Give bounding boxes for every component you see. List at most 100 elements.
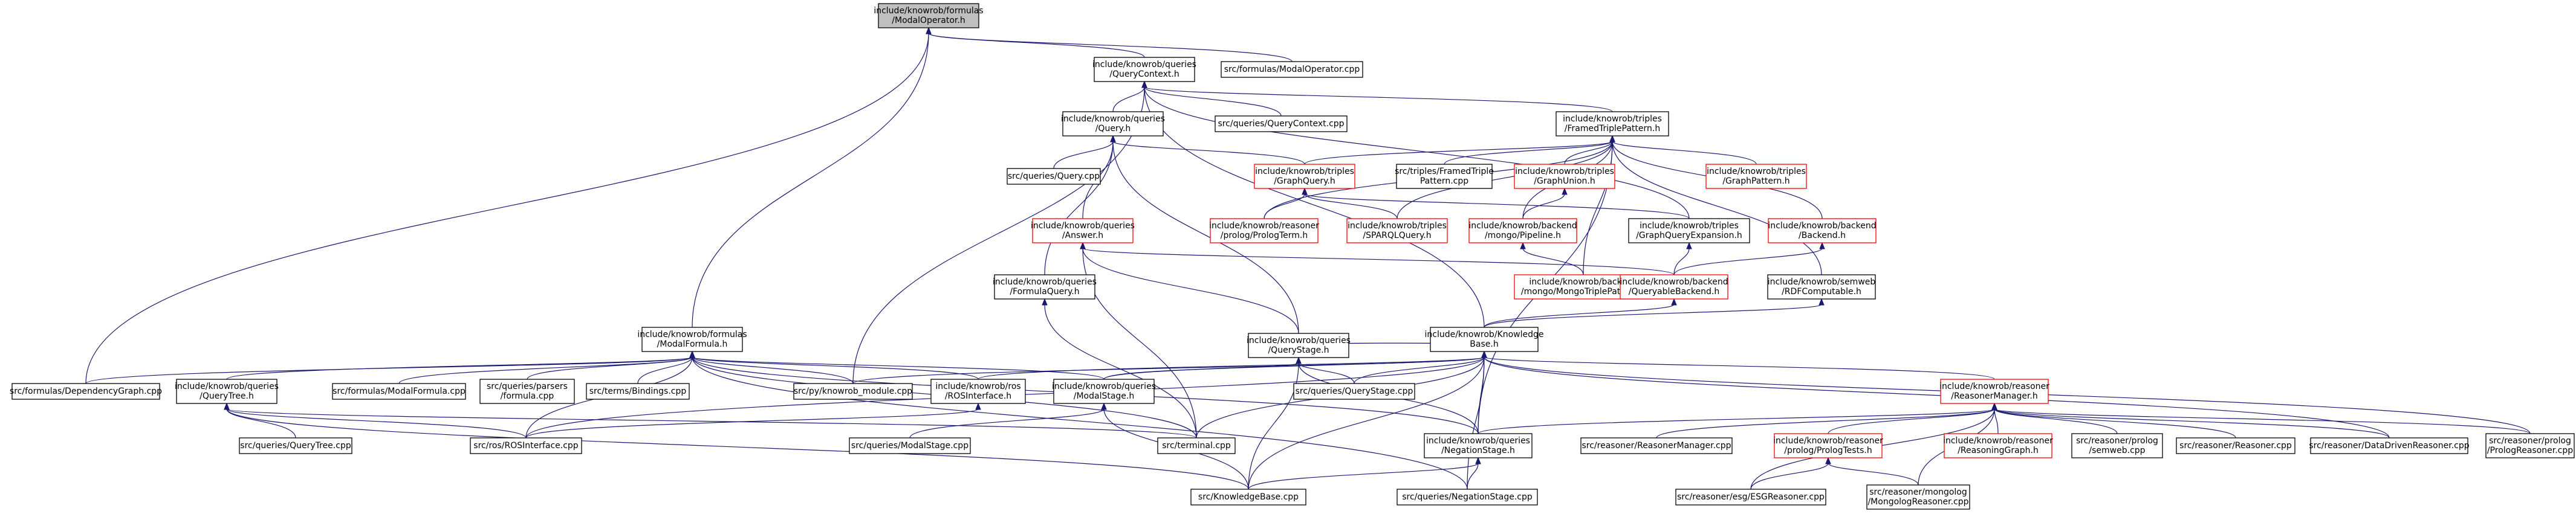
node-reasoner-manager-h[interactable]: include/knowrob/reasoner/ReasonerManager… <box>1939 379 2049 404</box>
node-box <box>878 3 979 28</box>
node-label-line: /FormulaQuery.h <box>1010 287 1079 297</box>
node-graph-pattern-h[interactable]: include/knowrob/triples/GraphPattern.h <box>1705 164 1807 189</box>
node-query-h[interactable]: include/knowrob/queries/Query.h <box>1061 111 1165 136</box>
node-label-line: /Query.h <box>1095 124 1131 133</box>
node-label-line: src/reasoner/ReasonerManager.cpp <box>1582 441 1731 451</box>
node-query-tree-h[interactable]: include/knowrob/queries/QueryTree.h <box>175 379 279 404</box>
node-query-context-h[interactable]: include/knowrob/queries/QueryContext.h <box>1092 57 1196 82</box>
edge-framed-triple-pattern-h-to-query-context-h <box>1141 80 1613 112</box>
node-queryable-backend-h[interactable]: include/knowrob/backend/QueryableBackend… <box>1620 274 1728 300</box>
edge-negation-stage-cpp-to-modal-formula-h <box>689 350 1468 490</box>
node-label-line: src/queries/NegationStage.cpp <box>1402 492 1533 502</box>
node-knowrob-module-cpp[interactable]: src/py/knowrob_module.cpp <box>793 383 913 400</box>
node-box <box>2071 433 2163 458</box>
edge-mongo-triple-pattern-h-to-mongo-pipeline-h <box>1520 242 1584 275</box>
node-label-line: src/terminal.cpp <box>1162 441 1231 451</box>
node-knowledge-base-h[interactable]: include/knowrob/KnowledgeBase.h <box>1424 327 1544 352</box>
edge-graph-query-h-to-query-h <box>1110 135 1305 165</box>
node-formula-query-h[interactable]: include/knowrob/queries/FormulaQuery.h <box>993 274 1097 300</box>
node-label-line: src/queries/ModalStage.cpp <box>851 441 968 451</box>
node-label-line: include/knowrob/formulas <box>874 6 983 16</box>
node-label-line: include/knowrob/triples <box>1640 221 1739 231</box>
node-label-line: include/knowrob/formulas <box>637 330 747 339</box>
node-box <box>479 379 575 404</box>
node-box <box>1032 218 1134 243</box>
node-reasoning-graph-h[interactable]: include/knowrob/reasoner/ReasoningGraph.… <box>1943 433 2053 458</box>
edge-query-stage-cpp-to-query-stage-h <box>1296 356 1355 384</box>
node-label-line: /ModalOperator.h <box>892 16 965 25</box>
node-prolog-reasoner-cpp[interactable]: src/reasoner/prolog/PrologReasoner.cpp <box>2485 433 2575 458</box>
node-parsers-formula-cpp[interactable]: src/queries/parsers/formula.cpp <box>479 379 575 404</box>
node-negation-stage-cpp[interactable]: src/queries/NegationStage.cpp <box>1397 489 1538 506</box>
node-framed-triple-pattern-h[interactable]: include/knowrob/triples/FramedTriplePatt… <box>1556 111 1669 136</box>
node-graph-query-expansion-h[interactable]: include/knowrob/triples/GraphQueryExpans… <box>1628 218 1750 243</box>
node-ros-interface-h[interactable]: include/knowrob/ros/ROSInterface.h <box>930 379 1026 404</box>
node-prolog-term-h[interactable]: include/knowrob/reasoner/prolog/PrologTe… <box>1209 218 1319 243</box>
node-label-line: /RDFComputable.h <box>1782 287 1861 297</box>
edge-modal-stage-h-to-modal-formula-h <box>689 350 1105 380</box>
node-modal-stage-cpp[interactable]: src/queries/ModalStage.cpp <box>849 437 971 454</box>
node-knowledge-base-cpp[interactable]: src/KnowledgeBase.cpp <box>1190 489 1306 506</box>
node-sparql-query-h[interactable]: include/knowrob/triples/SPARQLQuery.h <box>1346 218 1448 243</box>
node-framed-triple-pattern-cpp[interactable]: src/triples/FramedTriplePattern.cpp <box>1395 164 1494 189</box>
node-modal-formula-h[interactable]: include/knowrob/formulas/ModalFormula.h <box>637 327 747 352</box>
node-dependency-graph-cpp[interactable]: src/formulas/DependencyGraph.cpp <box>10 383 162 400</box>
node-answer-h[interactable]: include/knowrob/queries/Answer.h <box>1031 218 1135 243</box>
node-box <box>1774 433 1883 458</box>
node-query-stage-h[interactable]: include/knowrob/queries/QueryStage.h <box>1247 333 1351 358</box>
node-mongo-pipeline-h[interactable]: include/knowrob/backend/mongo/Pipeline.h <box>1468 218 1577 243</box>
node-negation-stage-h[interactable]: include/knowrob/queries/NegationStage.h <box>1424 433 1533 458</box>
node-box <box>994 274 1095 300</box>
node-mongolog-reasoner-cpp[interactable]: src/reasoner/mongolog/MongologReasoner.c… <box>1866 484 1970 510</box>
node-label-line: include/knowrob/queries <box>993 277 1097 287</box>
edge-modal-formula-h-to-modal-operator-h <box>692 27 932 328</box>
node-box <box>1620 274 1728 300</box>
node-label-line: /GraphPattern.h <box>1722 176 1789 186</box>
nodes-layer: include/knowrob/formulas/ModalOperator.h… <box>10 3 2575 510</box>
node-label-line: /PrologReasoner.cpp <box>2487 446 2573 455</box>
edges-layer <box>85 27 2531 490</box>
node-query-context-cpp[interactable]: src/queries/QueryContext.cpp <box>1215 115 1348 132</box>
node-rdf-computable-h[interactable]: include/knowrob/semweb/RDFComputable.h <box>1767 274 1876 300</box>
node-graph-union-h[interactable]: include/knowrob/triples/GraphUnion.h <box>1514 164 1615 189</box>
node-label-line: include/knowrob/queries <box>1426 436 1530 446</box>
node-data-driven-reasoner-cpp[interactable]: src/reasoner/DataDrivenReasoner.cpp <box>2309 437 2470 454</box>
node-label-line: /GraphQueryExpansion.h <box>1636 231 1742 240</box>
node-modal-operator-h[interactable]: include/knowrob/formulas/ModalOperator.h <box>874 3 984 28</box>
node-box <box>1221 61 1363 78</box>
node-modal-formula-cpp[interactable]: src/formulas/ModalFormula.cpp <box>332 383 466 400</box>
node-query-stage-cpp[interactable]: src/queries/QueryStage.cpp <box>1293 383 1415 400</box>
node-backend-h[interactable]: include/knowrob/backend/Backend.h <box>1768 218 1877 243</box>
node-label-line: include/knowrob/reasoner <box>1209 221 1319 231</box>
node-prolog-tests-h[interactable]: include/knowrob/reasoner/prolog/PrologTe… <box>1773 433 1883 458</box>
node-box <box>793 383 913 400</box>
node-terminal-cpp[interactable]: src/terminal.cpp <box>1157 437 1236 454</box>
node-query-tree-cpp[interactable]: src/queries/QueryTree.cpp <box>239 437 352 454</box>
node-label-line: include/knowrob/Knowledge <box>1424 330 1543 339</box>
edge-query-h-to-query-context-h <box>1112 80 1147 112</box>
node-box <box>1062 111 1164 136</box>
node-modal-operator-cpp[interactable]: src/formulas/ModalOperator.cpp <box>1221 61 1363 78</box>
edge-reasoner-manager-cpp-to-reasoner-manager-h <box>1656 402 1997 438</box>
node-label-line: src/reasoner/prolog <box>2489 436 2571 446</box>
node-label-line: include/knowrob/backend <box>1468 221 1577 231</box>
node-box <box>1514 164 1615 189</box>
node-reasoner-manager-cpp[interactable]: src/reasoner/ReasonerManager.cpp <box>1580 437 1733 454</box>
edge-knowrob-module-cpp-to-modal-formula-h <box>689 350 854 384</box>
node-box <box>1556 111 1669 136</box>
node-graph-query-h[interactable]: include/knowrob/triples/GraphQuery.h <box>1254 164 1355 189</box>
edge-mongo-triple-pattern-h-to-framed-triple-pattern-h <box>1583 135 1615 275</box>
node-box <box>1468 218 1577 243</box>
node-bindings-cpp[interactable]: src/terms/Bindings.cpp <box>586 383 690 400</box>
node-label-line: /QueryableBackend.h <box>1629 287 1719 297</box>
node-esg-reasoner-cpp[interactable]: src/reasoner/esg/ESGReasoner.cpp <box>1675 489 1826 506</box>
node-modal-stage-h[interactable]: include/knowrob/queries/ModalStage.h <box>1052 379 1156 404</box>
edge-bindings-cpp-to-modal-formula-h <box>637 350 695 384</box>
edge-query-stage-cpp-to-knowledge-base-h <box>1354 350 1487 384</box>
node-semweb-cpp[interactable]: src/reasoner/prolog/semweb.cpp <box>2071 433 2163 458</box>
edge-dependency-graph-cpp-to-modal-operator-h <box>85 27 932 384</box>
node-reasoner-cpp[interactable]: src/reasoner/Reasoner.cpp <box>2176 437 2295 454</box>
node-query-cpp[interactable]: src/queries/Query.cpp <box>1007 168 1101 185</box>
node-ros-interface-cpp[interactable]: src/ros/ROSInterface.cpp <box>470 437 582 454</box>
edge-query-stage-h-to-query-h <box>1110 135 1299 334</box>
